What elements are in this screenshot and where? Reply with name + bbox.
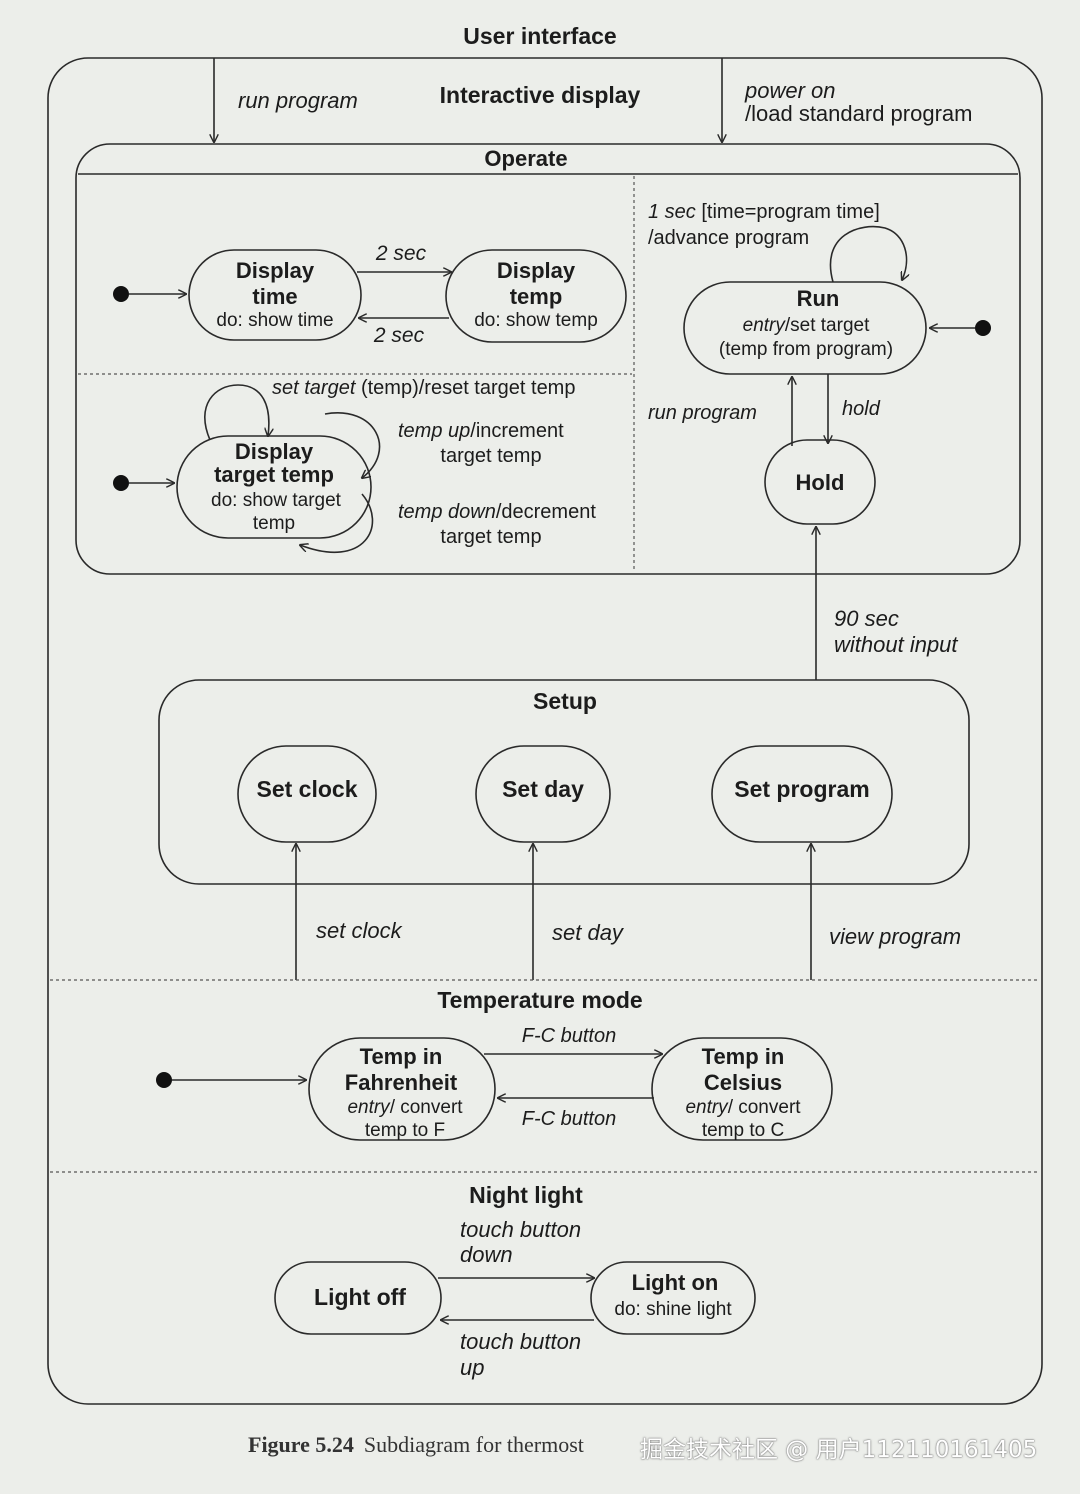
two-sec-back-label: 2 sec <box>373 324 425 347</box>
display-target-temp-state <box>176 435 372 539</box>
operate-state <box>75 143 1021 575</box>
display-temp-name-2: temp <box>510 284 563 309</box>
set-clock-state <box>237 745 377 843</box>
initial-pseudostate-run <box>975 320 991 336</box>
celsius-entry-action: entry/ convert <box>685 1097 801 1118</box>
initial-pseudostate-temp-mode <box>156 1072 172 1088</box>
set-clock-name: Set clock <box>257 776 358 802</box>
run-program-hold-label: run program <box>648 402 757 424</box>
set-clock-label: set clock <box>316 918 403 943</box>
touch-up-label-2: up <box>460 1355 484 1380</box>
display-time-name-1: Display <box>236 258 315 283</box>
fahrenheit-name-2: Fahrenheit <box>345 1070 458 1095</box>
celsius-entry-action-2: temp to C <box>702 1120 784 1141</box>
display-target-activity-2: temp <box>253 513 295 534</box>
temp-up-label: temp up/increment <box>398 420 564 442</box>
setup-state <box>158 679 970 885</box>
run-state <box>683 281 927 375</box>
view-program-label: view program <box>829 924 961 949</box>
set-target-label: set target (temp)/reset target temp <box>272 377 575 399</box>
celsius-name-2: Celsius <box>704 1070 782 1095</box>
fahrenheit-entry-action: entry/ convert <box>347 1097 463 1118</box>
fahrenheit-entry-action-2: temp to F <box>365 1120 445 1141</box>
display-time-state <box>188 249 362 341</box>
figure-caption-text: Subdiagram for thermost <box>363 1432 584 1457</box>
figure-caption: Figure 5.24 Subdiagram for thermost <box>248 1432 584 1458</box>
temperature-mode-title: Temperature mode <box>437 987 642 1013</box>
run-entry-action: entry/set target <box>743 315 870 336</box>
display-target-name-2: target temp <box>214 462 334 487</box>
operate-title: Operate <box>484 146 567 171</box>
fahrenheit-name-1: Temp in <box>360 1044 443 1069</box>
setup-title: Setup <box>533 688 597 714</box>
run-name: Run <box>797 286 840 311</box>
thermostat-state-diagram: User interface Interactive display run p… <box>47 23 1043 1405</box>
initial-pseudostate-display <box>113 286 129 302</box>
run-program-label: run program <box>238 88 358 113</box>
temp-up-label-2: target temp <box>440 445 541 467</box>
load-standard-program-label: /load standard program <box>745 101 972 126</box>
display-target-activity-1: do: show target <box>211 490 342 511</box>
light-off-name: Light off <box>314 1284 406 1310</box>
fc-button-bottom-label: F-C button <box>522 1108 616 1130</box>
fc-button-top-label: F-C button <box>522 1025 616 1047</box>
run-entry-action-2: (temp from program) <box>719 339 893 360</box>
light-on-name: Light on <box>632 1270 719 1295</box>
set-program-name: Set program <box>734 776 869 802</box>
advance-program-action-label: /advance program <box>648 227 809 249</box>
display-time-name-2: time <box>252 284 297 309</box>
set-target-self-loop <box>204 384 269 441</box>
display-target-name-1: Display <box>235 439 314 464</box>
power-on-label: power on <box>744 78 836 103</box>
display-temp-name-1: Display <box>497 258 576 283</box>
display-temp-state <box>445 249 627 343</box>
light-on-activity: do: shine light <box>614 1299 732 1320</box>
timeout-label-2: without input <box>834 632 958 657</box>
temp-down-self-loop <box>300 493 374 553</box>
set-day-state <box>475 745 611 843</box>
touch-up-label-1: touch button <box>460 1329 581 1354</box>
light-off-state <box>274 1261 442 1335</box>
initial-pseudostate-target <box>113 475 129 491</box>
temp-down-label: temp down/decrement <box>398 501 596 523</box>
hold-name: Hold <box>796 470 845 495</box>
light-on-state <box>590 1261 756 1335</box>
temp-down-label-2: target temp <box>440 526 541 548</box>
celsius-state <box>651 1037 833 1141</box>
temp-up-self-loop <box>324 412 381 478</box>
figure-number: Figure 5.24 <box>248 1432 354 1457</box>
interactive-display-title: Interactive display <box>440 82 641 108</box>
user-interface-state <box>47 57 1043 1405</box>
night-light-title: Night light <box>469 1182 583 1208</box>
celsius-name-1: Temp in <box>702 1044 785 1069</box>
advance-program-self-loop <box>829 225 906 282</box>
user-interface-title: User interface <box>463 23 616 49</box>
advance-program-event-label: 1 sec [time=program time] <box>648 201 880 223</box>
set-day-name: Set day <box>502 776 584 802</box>
timeout-label-1: 90 sec <box>834 606 899 631</box>
touch-down-label-1: touch button <box>460 1217 581 1242</box>
set-program-state <box>711 745 893 843</box>
touch-down-label-2: down <box>460 1242 513 1267</box>
set-day-label: set day <box>552 920 625 945</box>
hold-state <box>764 439 876 525</box>
display-time-activity: do: show time <box>216 310 333 331</box>
two-sec-forward-label: 2 sec <box>375 242 427 265</box>
watermark: 掘金技术社区 @ 用户112110161405 <box>640 1437 1038 1463</box>
fahrenheit-state <box>308 1037 496 1141</box>
hold-label: hold <box>842 398 881 420</box>
display-temp-activity: do: show temp <box>474 310 598 331</box>
